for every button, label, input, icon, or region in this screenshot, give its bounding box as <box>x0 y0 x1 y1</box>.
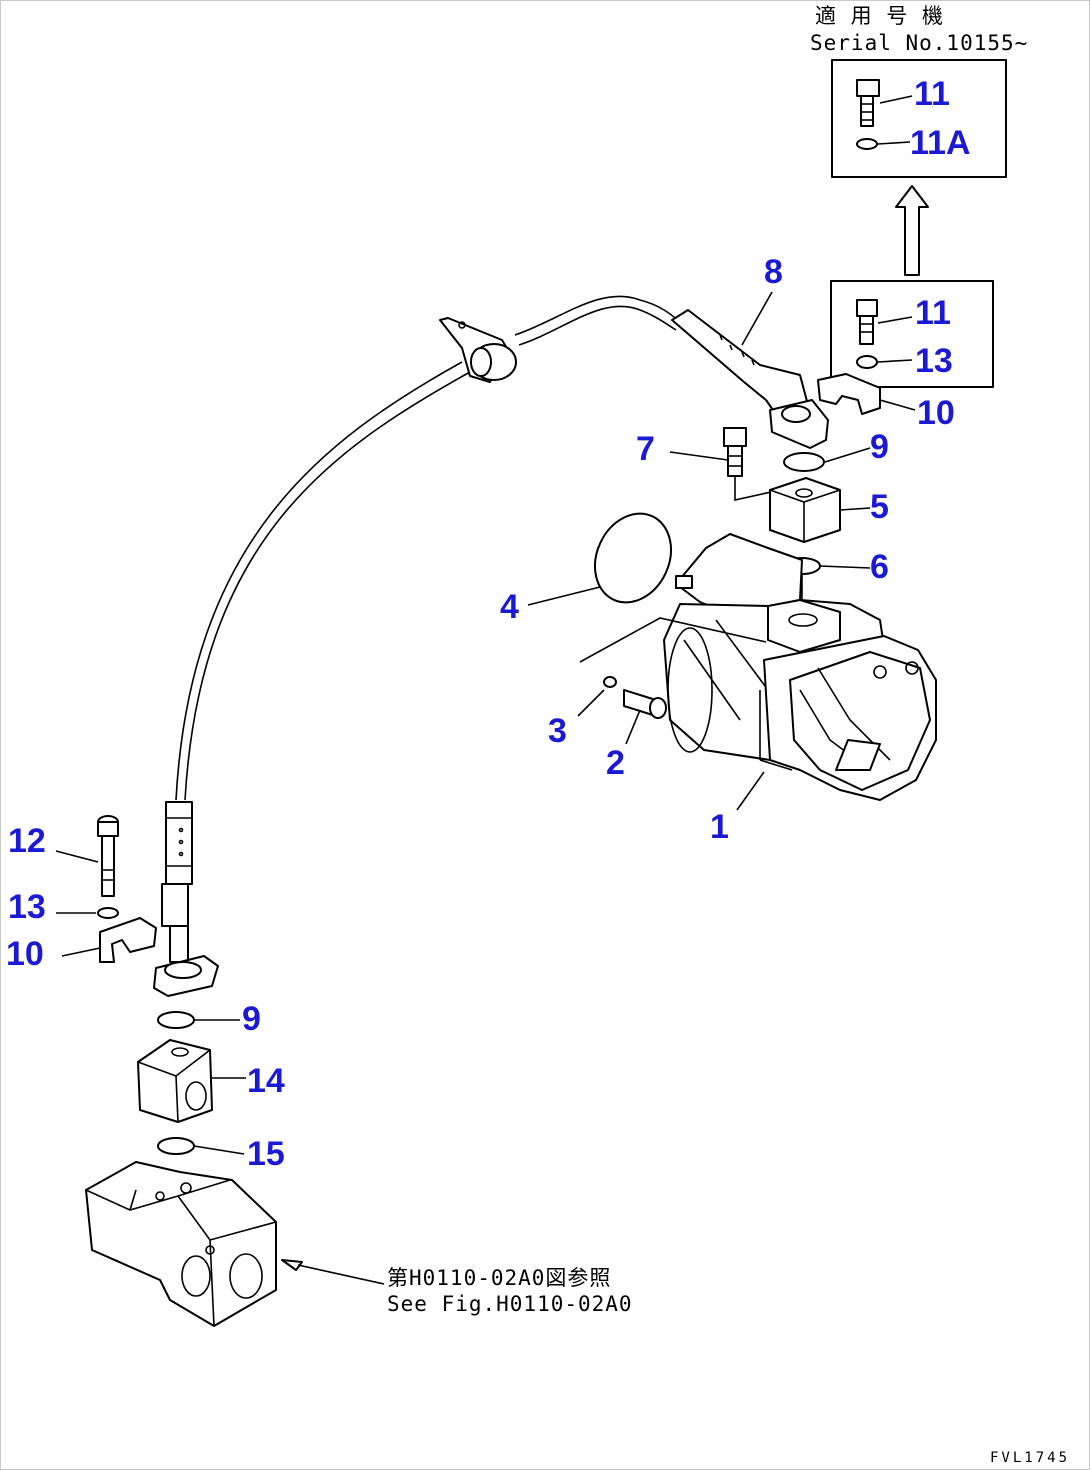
callout-7: 7 <box>636 430 655 468</box>
callout-1: 1 <box>710 808 729 846</box>
callout-11A: 11A <box>910 124 971 162</box>
callout-3: 3 <box>548 712 567 750</box>
callout-14: 14 <box>247 1062 285 1100</box>
serial-note-en: Serial No.10155~ <box>810 31 1028 55</box>
callout-2: 2 <box>606 744 625 782</box>
callout-8: 8 <box>764 253 783 291</box>
hose-assembly-8 <box>153 295 829 997</box>
plug-3-icon <box>603 676 617 688</box>
valve-body-icon <box>85 1161 277 1327</box>
reference-note-jp: 第H0110-02A0図参照 <box>387 1266 611 1290</box>
serial-note-jp: 適 用 号 機 <box>815 4 944 28</box>
bolt-12-icon <box>97 815 119 897</box>
callout-13-lower: 13 <box>8 888 46 926</box>
serial-inset: 適 用 号 機 Serial No.10155~ 11 11A <box>810 4 1028 178</box>
o-ring-4-icon <box>594 512 672 604</box>
callout-11-new: 11 <box>914 75 950 113</box>
reference-note-en: See Fig.H0110-02A0 <box>387 1292 633 1316</box>
bolt-11-new-icon <box>856 79 880 127</box>
callout-9-upper: 9 <box>870 428 889 466</box>
pump-assembly-1 <box>663 533 937 801</box>
callout-9-lower: 9 <box>242 1000 261 1038</box>
callout-15: 15 <box>247 1135 285 1173</box>
o-ring-15-icon <box>157 1137 195 1155</box>
callout-13-upper: 13 <box>915 342 953 380</box>
o-ring-9-lower-icon <box>157 1011 195 1029</box>
bolt-11-old-icon <box>856 299 878 345</box>
callout-10-lower: 10 <box>6 935 44 973</box>
drawing-code: FVL1745 <box>990 1450 1070 1466</box>
old-bolt-box <box>830 280 994 388</box>
callout-11-old: 11 <box>915 294 951 332</box>
split-flange-10-upper-icon <box>817 373 881 415</box>
callout-6: 6 <box>870 548 889 586</box>
callout-4: 4 <box>500 588 519 626</box>
adapter-block-14-icon <box>137 1039 213 1123</box>
flange-block-5-icon <box>769 477 841 543</box>
o-ring-9-upper-icon <box>783 452 825 472</box>
hose-sleeve-upper-icon <box>671 309 809 421</box>
washer-13-lower-icon <box>97 907 119 919</box>
old-bolt-inset: 11 13 <box>830 280 994 388</box>
callout-12: 12 <box>8 822 46 860</box>
split-flange-10-lower-icon <box>99 917 157 963</box>
pin-2-icon <box>623 689 667 719</box>
washer-11a-icon <box>856 138 878 150</box>
callout-5: 5 <box>870 488 889 526</box>
washer-13-icon <box>856 355 878 369</box>
callout-10-upper: 10 <box>917 394 955 432</box>
up-arrow-icon <box>895 185 929 276</box>
bolt-7-icon <box>723 427 781 501</box>
